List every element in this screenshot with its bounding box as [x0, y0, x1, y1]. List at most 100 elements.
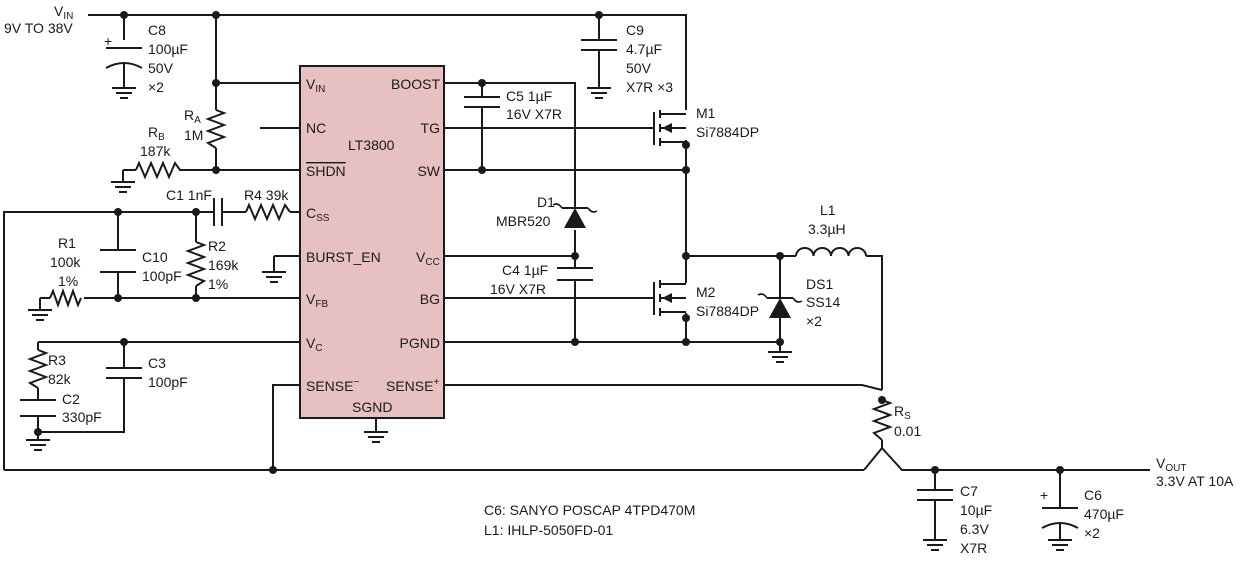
svg-text:16V X7R: 16V X7R: [506, 106, 562, 122]
svg-text:RA: RA: [184, 107, 201, 126]
svg-text:D1: D1: [537, 194, 555, 210]
c2-label: C2 330pF: [62, 391, 102, 425]
svg-text:1%: 1%: [58, 273, 78, 289]
svg-text:C8: C8: [148, 22, 166, 38]
r2-resistor: [185, 241, 207, 287]
svg-text:3.3V AT 10A: 3.3V AT 10A: [1156, 473, 1234, 489]
c7-label: C7 10µF 6.3V X7R: [960, 483, 992, 556]
c5-label: C5 1µF 16V X7R: [506, 88, 562, 122]
ground-symbol-rb: [111, 181, 135, 193]
notes: C6: SANYO POSCAP 4TPD470M L1: IHLP-5050F…: [484, 502, 695, 538]
pin-shdn: SHDN: [306, 163, 346, 179]
svg-text:10µF: 10µF: [960, 502, 992, 518]
pin-vc: VC: [306, 335, 323, 354]
c1-label: C1 1nF: [166, 187, 212, 203]
d1-diode: [552, 198, 598, 228]
junction-dots: [34, 11, 1064, 474]
svg-text:Si7884DP: Si7884DP: [696, 124, 759, 140]
svg-text:M1: M1: [696, 105, 716, 121]
svg-text:16V X7R: 16V X7R: [490, 281, 546, 297]
svg-text:330pF: 330pF: [62, 409, 102, 425]
c8-capacitor: [105, 47, 143, 88]
svg-text:50V: 50V: [626, 60, 652, 76]
ground-symbol-sgnd: [364, 431, 388, 443]
svg-text:×2: ×2: [806, 313, 822, 329]
pin-sw: SW: [417, 163, 440, 179]
ground-symbol-c2: [26, 439, 50, 451]
pin-vfb: VFB: [306, 291, 328, 310]
pin-bg: BG: [420, 291, 440, 307]
c8-polarity-mark: +: [104, 33, 112, 49]
c4-label: C4 1µF 16V X7R: [490, 262, 548, 297]
c3-label: C3 100pF: [148, 355, 188, 390]
c6-capacitor: [1041, 490, 1079, 540]
r1-label: R1 100k 1%: [50, 235, 81, 289]
l1-label: L1 3.3µH: [808, 202, 846, 237]
r3-resistor: [27, 349, 49, 389]
ground-symbol-c6: [1048, 539, 1072, 551]
svg-text:C9: C9: [626, 22, 644, 38]
vin-label: VIN: [54, 3, 73, 22]
svg-text:100k: 100k: [50, 254, 81, 270]
svg-text:6.3V: 6.3V: [960, 521, 989, 537]
wires: [3, 14, 1150, 490]
m1-label: M1 Si7884DP: [696, 105, 759, 140]
svg-text:MBR520: MBR520: [496, 213, 551, 229]
pin-tg: TG: [421, 120, 440, 136]
vout-label: VOUT 3.3V AT 10A: [1156, 455, 1234, 489]
c5-capacitor: [464, 96, 500, 108]
c9-capacitor: [581, 39, 617, 88]
r3-label: R3 82k: [48, 352, 72, 387]
pin-sgnd: SGND: [352, 399, 392, 415]
svg-text:C2: C2: [62, 391, 80, 407]
svg-text:R1: R1: [58, 235, 76, 251]
svg-text:470µF: 470µF: [1084, 506, 1124, 522]
svg-text:R3: R3: [48, 352, 66, 368]
r4-label: R4 39k: [244, 187, 289, 203]
svg-text:100pF: 100pF: [148, 374, 188, 390]
r2-label: R2 169k 1%: [208, 238, 239, 292]
pin-css: CSS: [306, 205, 330, 224]
svg-text:X7R: X7R: [960, 540, 987, 556]
svg-text:RS: RS: [894, 403, 911, 422]
svg-text:100pF: 100pF: [142, 268, 182, 284]
svg-text:C10: C10: [142, 249, 168, 265]
rs-resistor: [871, 399, 893, 441]
svg-text:82k: 82k: [48, 371, 72, 387]
svg-text:C4 1µF: C4 1µF: [502, 262, 548, 278]
c1-capacitor: [213, 198, 223, 226]
r1-resistor: [49, 288, 82, 308]
pin-sense-minus: SENSE−: [306, 377, 359, 394]
c10-capacitor: [100, 249, 136, 273]
vin-range: 9V TO 38V: [4, 20, 73, 36]
pin-burst-en: BURST_EN: [306, 249, 381, 265]
svg-text:100µF: 100µF: [148, 41, 188, 57]
c4-capacitor: [557, 267, 593, 281]
svg-text:1%: 1%: [208, 276, 228, 292]
svg-text:L1: L1: [820, 202, 836, 218]
svg-text:R2: R2: [208, 238, 226, 254]
ra-resistor: [205, 109, 227, 149]
c2-capacitor: [20, 399, 56, 417]
lt3800-ic: LT3800 VIN NC SHDN CSS BURST_EN VFB VC S…: [299, 65, 445, 419]
svg-text:4.7µF: 4.7µF: [626, 41, 662, 57]
svg-text:X7R ×3: X7R ×3: [626, 79, 673, 95]
svg-text:C7: C7: [960, 483, 978, 499]
m2-label: M2 Si7884DP: [696, 284, 759, 319]
pin-vcc: VCC: [416, 249, 440, 268]
m2-mosfet: [653, 280, 686, 316]
rb-label: RB 187k: [140, 124, 171, 159]
svg-text:C3: C3: [148, 355, 166, 371]
c7-capacitor: [917, 489, 953, 540]
svg-text:Si7884DP: Si7884DP: [696, 303, 759, 319]
svg-text:C6: SANYO POSCAP 4TPD470M: C6: SANYO POSCAP 4TPD470M: [484, 502, 695, 518]
ground-symbol-c8: [112, 87, 136, 99]
svg-text:RB: RB: [148, 124, 165, 143]
ground-symbol-c7: [923, 539, 947, 551]
svg-text:×2: ×2: [1084, 525, 1100, 541]
pin-boost: BOOST: [391, 76, 440, 92]
svg-text:3.3µH: 3.3µH: [808, 221, 846, 237]
ground-symbol-burst: [262, 271, 286, 283]
ground-symbol-r1: [28, 309, 52, 321]
